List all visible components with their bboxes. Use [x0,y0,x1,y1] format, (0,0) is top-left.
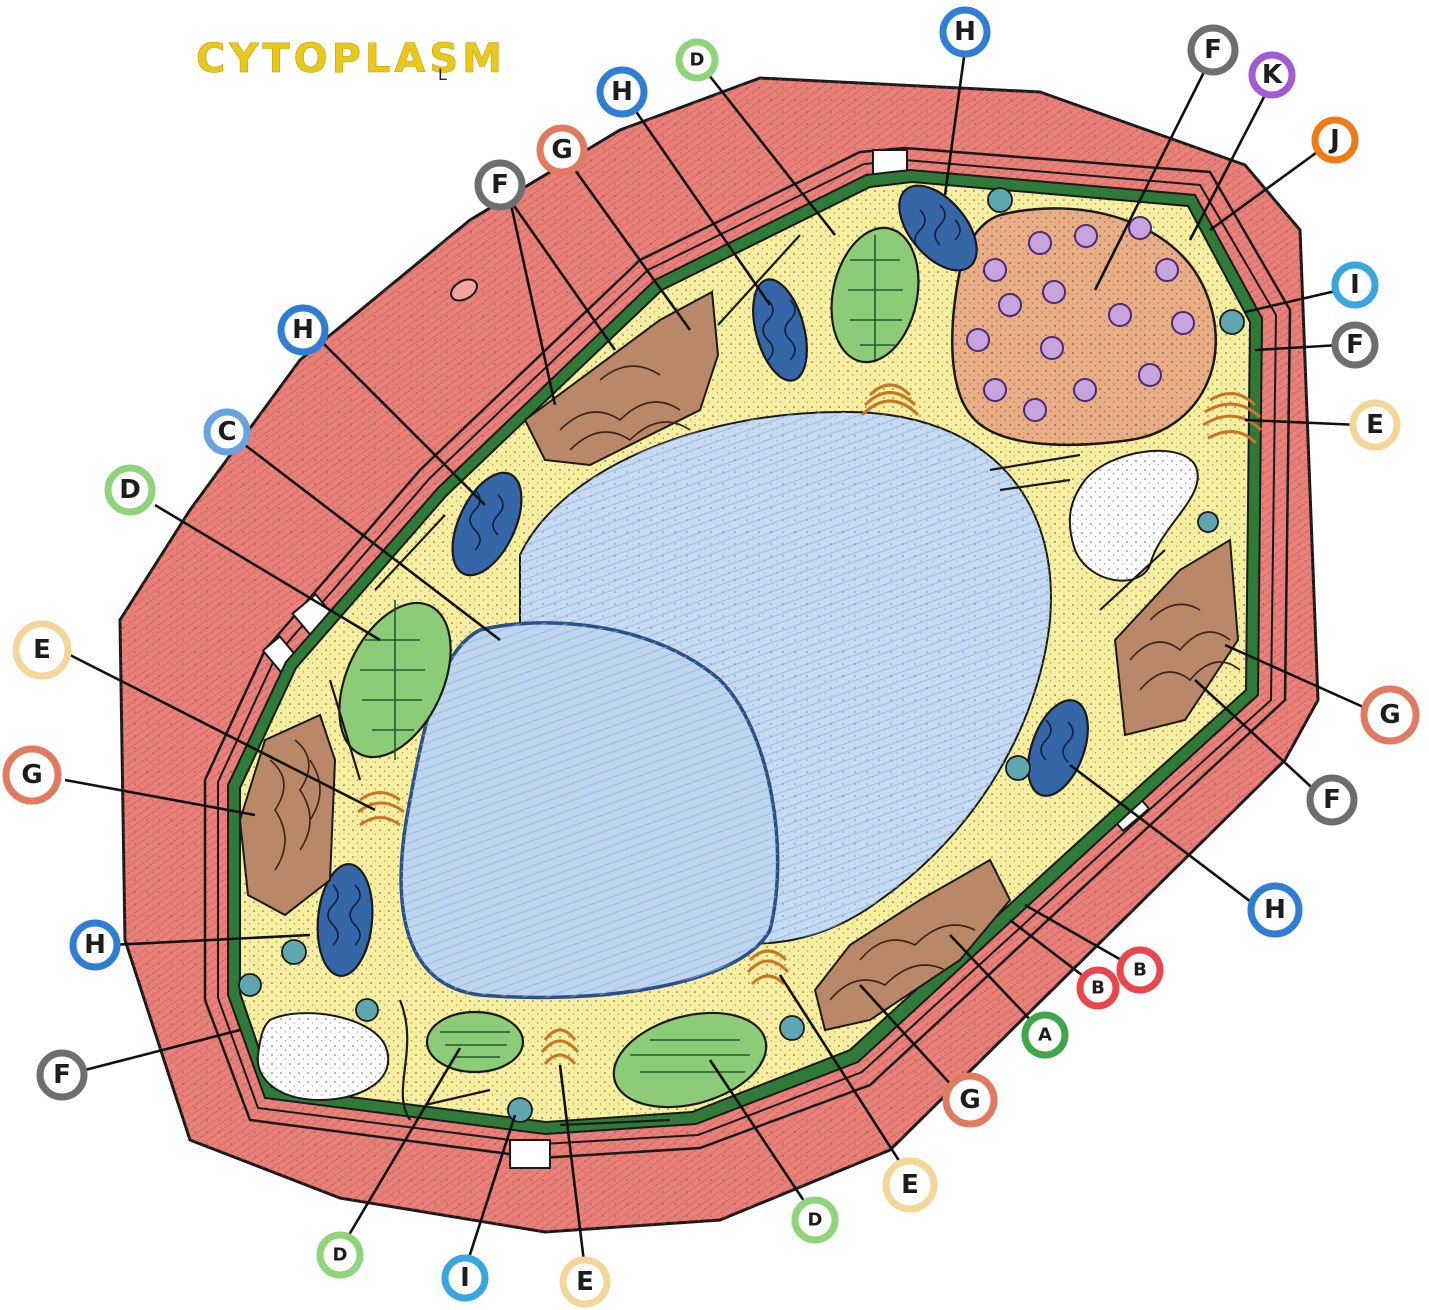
label-letter: G [21,760,42,790]
label-letter: E [33,635,51,665]
label-letter: D [119,475,141,505]
label-a: A [1025,1015,1065,1055]
label-h-left: H [281,308,325,352]
label-h-bottom-left: H [73,923,117,967]
label-letter: I [1350,270,1360,300]
label-letter: D [808,1210,823,1231]
label-letter: H [292,315,314,345]
label-letter: I [460,1263,470,1293]
label-g-right: G [1364,689,1416,741]
label-letter: D [690,50,705,71]
label-d-left: D [108,468,152,512]
label-b-outer: B [1120,950,1160,990]
label-h-top: H [943,10,987,54]
label-letter: D [333,1245,348,1266]
label-g-left: G [6,749,58,801]
label-e-left: E [16,624,68,676]
label-letter: G [1379,700,1400,730]
label-letter: F [53,1060,71,1090]
label-letter: E [901,1170,919,1200]
title-mark: L [438,65,447,84]
label-e-right: E [1353,403,1397,447]
label-letter: F [1323,785,1341,815]
label-letter: B [1091,978,1105,999]
label-letter: H [954,17,976,47]
label-letter: K [1262,60,1283,90]
label-h-top-left: H [600,70,644,114]
label-e-bottom: E [563,1260,607,1304]
label-f-right-lower: F [1310,778,1354,822]
label-letter: C [217,417,236,447]
vacuole-lobe [401,623,778,998]
label-letter: E [1366,410,1384,440]
label-d-bottom-left: D [320,1235,360,1275]
label-letter: G [959,1085,980,1115]
label-i-bottom: I [445,1258,485,1298]
label-g-bottom: G [946,1076,994,1124]
label-letter: E [576,1267,594,1297]
label-f-top-right: F [1191,28,1235,72]
label-j: J [1315,120,1355,160]
label-letter: F [1204,35,1222,65]
label-f-right: F [1335,325,1375,365]
label-f-bottom-left: F [40,1053,84,1097]
label-letter: H [1264,895,1286,925]
label-letter: J [1328,125,1340,155]
label-k: K [1252,55,1292,95]
label-b-inner: B [1080,970,1116,1006]
title-group: CYTOPLASM L [196,36,506,84]
label-letter: G [551,135,572,165]
label-letter: F [491,170,509,200]
label-i-right: I [1335,265,1375,305]
label-e-bottom-right: E [886,1161,934,1209]
label-d-bottom-right: D [795,1200,835,1240]
label-letter: F [1346,330,1364,360]
label-letter: H [84,930,106,960]
label-f-top-left: F [478,163,522,207]
label-g-top: G [540,128,584,172]
label-letter: A [1038,1025,1052,1046]
label-h-bottom-right: H [1251,886,1299,934]
label-c: C [207,412,247,452]
label-letter: H [611,77,633,107]
title: CYTOPLASM [196,36,506,82]
label-d-top: D [679,42,715,78]
label-letter: B [1133,960,1147,981]
